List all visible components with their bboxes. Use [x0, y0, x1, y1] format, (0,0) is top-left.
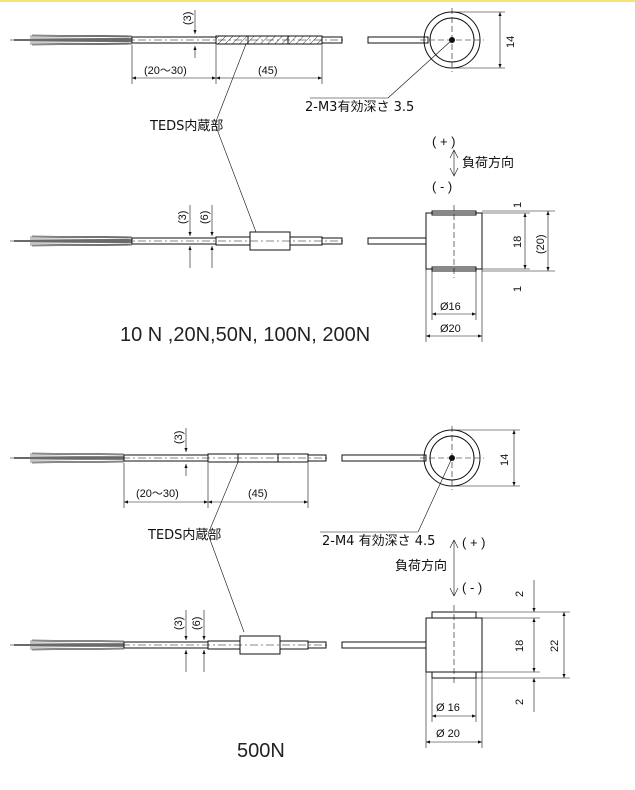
top-border — [0, 0, 635, 2]
dim-14-top: 14 — [505, 36, 517, 48]
bottom-end-view: 14 2-M4 有効深さ 4.5 — [320, 426, 520, 549]
dim-20p-top: (20) — [535, 234, 547, 254]
thread-note-top: 2-M3有効深さ 3.5 — [305, 100, 414, 115]
top-cable-view: (20〜30) (45) (3) — [10, 10, 429, 84]
bottom-teds-label-group: TEDS内蔵部 — [147, 461, 245, 633]
dim-45-bottom: (45) — [248, 488, 268, 500]
side-dim-6-top: (6) — [199, 211, 211, 224]
dim-18-bottom: 18 — [514, 640, 526, 652]
teds-label-bottom: TEDS内蔵部 — [147, 527, 221, 543]
dim-18-top: 18 — [512, 236, 524, 248]
top-load-direction: ( + ) 負荷方向 ( - ) — [432, 134, 514, 194]
dim-22-bottom: 22 — [549, 640, 561, 652]
load-dir-bottom: 負荷方向 — [395, 558, 447, 574]
load-dir-top: 負荷方向 — [462, 155, 514, 171]
dia-16-top: Ø16 — [440, 301, 461, 313]
top-teds-label-group: TEDS内蔵部 — [149, 43, 257, 233]
top-end-view: 14 2-M3有効深さ 3.5 — [305, 8, 517, 115]
bottom-load-direction: ( + ) 負荷方向 ( - ) — [395, 535, 485, 597]
dim-20-30-bottom: (20〜30) — [136, 488, 179, 500]
bottom-cable-view: (20〜30) (45) (3) — [10, 428, 427, 508]
plus-bottom: ( + ) — [462, 535, 485, 550]
dim-14-bottom: 14 — [499, 454, 511, 466]
lead-wire-top — [367, 36, 429, 44]
minus-top: ( - ) — [432, 179, 452, 194]
dim-1-top-a: 1 — [512, 202, 524, 208]
dim-1-top-b: 1 — [512, 286, 524, 292]
dia-20-top: Ø20 — [440, 323, 461, 335]
side-dim-6-bottom: (6) — [191, 617, 203, 630]
teds-label-top: TEDS内蔵部 — [149, 118, 223, 134]
dim-20-30-top: (20〜30) — [144, 65, 187, 77]
dim-3-top: (3) — [182, 12, 194, 25]
dim-45-top: (45) — [258, 65, 278, 77]
thread-note-bottom: 2-M4 有効深さ 4.5 — [322, 534, 435, 549]
side-dim-3-bottom: (3) — [173, 617, 185, 630]
dim-2-bottom-b: 2 — [514, 699, 526, 705]
dia-16-bottom: Ø 16 — [436, 702, 460, 714]
side-dim-3-top: (3) — [177, 211, 189, 224]
caption-top: 10 N ,20N,50N, 100N, 200N — [120, 324, 370, 346]
caption-bottom: 500N — [237, 740, 285, 762]
minus-bottom: ( - ) — [462, 580, 482, 595]
dim-3-bottom: (3) — [173, 431, 185, 444]
bottom-side-view: (3) (6) 2 18 22 2 Ø 16 Ø 20 — [10, 580, 570, 748]
top-side-view: (3) (6) 1 18 (20) 1 Ø16 Ø20 — [10, 202, 555, 342]
dia-20-bottom: Ø 20 — [436, 728, 460, 740]
dim-2-bottom-a: 2 — [514, 591, 526, 597]
plus-top: ( + ) — [432, 134, 455, 149]
